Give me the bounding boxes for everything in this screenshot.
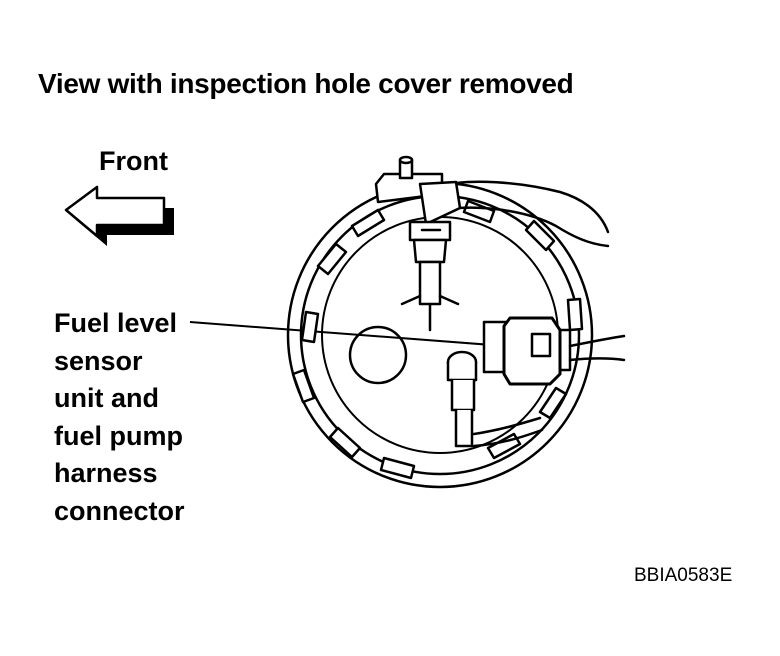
fuel-pump-assembly [286, 155, 626, 489]
callout-line-4: fuel pump [54, 420, 183, 451]
figure-title: View with inspection hole cover removed [38, 68, 574, 99]
callout-line-3: unit and [54, 383, 159, 413]
callout-label: Fuel level sensor unit and fuel pump har… [54, 305, 185, 530]
callout-leader-line [189, 321, 519, 348]
left-arrow-icon [64, 185, 174, 246]
callout-line-6: connector [54, 495, 185, 526]
ring-tabs [291, 199, 584, 480]
callout-line-2: sensor [54, 345, 143, 376]
callout-line-1: Fuel level [54, 308, 178, 338]
callout-line-5: harness [54, 458, 158, 488]
front-label: Front [99, 146, 168, 176]
figure-code: BBIA0583E [634, 565, 733, 586]
